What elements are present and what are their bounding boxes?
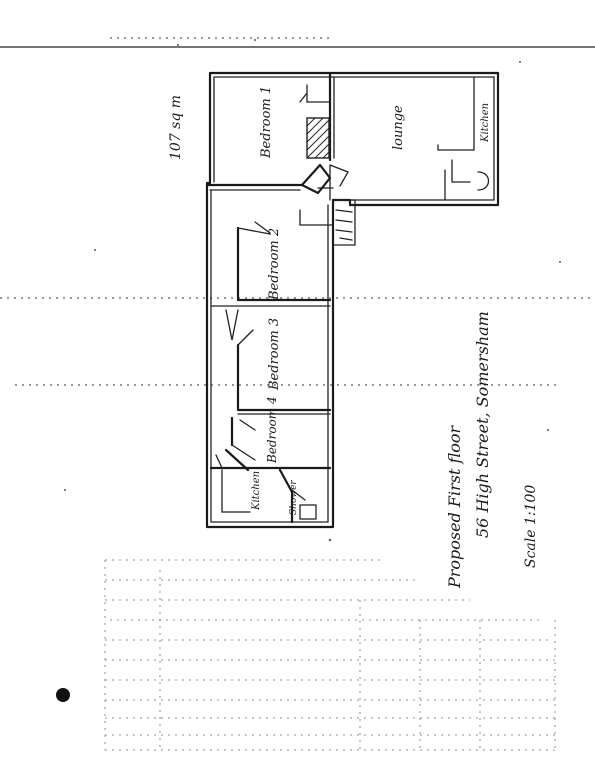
bed2-wall (236, 226, 332, 302)
kitchen-partition (437, 76, 475, 151)
bed2-wall-top (237, 221, 271, 235)
shower-door (291, 489, 306, 501)
room-label-bedroom1: Bedroom 1 (259, 86, 274, 159)
room-label-kitchen-lower: Kitchen (251, 471, 262, 511)
cupboard (306, 117, 330, 159)
inner-wall-lower (210, 189, 329, 523)
area-note: 107 sq m (168, 95, 184, 160)
shower-wall (278, 468, 294, 524)
floor-plan (205, 71, 500, 529)
room-label-lounge: lounge (391, 105, 406, 150)
landing-door (300, 163, 332, 195)
bed3-wall (236, 343, 332, 412)
bed4-door (231, 419, 256, 461)
wc (299, 504, 317, 520)
caption-title: Proposed First floor (445, 425, 464, 589)
caption-address: 56 High Street, Somersham (473, 311, 492, 538)
bed1-door-swing (299, 84, 308, 103)
room-label-bedroom2: Bedroom 2 (267, 228, 282, 301)
landing-door-2 (329, 164, 349, 187)
scan-specks (64, 39, 561, 542)
faint-form-area (104, 559, 560, 751)
lower-kitchen-wall (215, 454, 251, 513)
stair-rail (299, 209, 334, 226)
room-label-bedroom4: Bedroom 4 (265, 396, 279, 464)
cupboard-hatch (306, 117, 330, 159)
bed4-wall (224, 416, 250, 472)
caption-scale: Scale 1:100 (523, 485, 539, 568)
bed3-door-swing (237, 329, 254, 346)
room-label-shower: Shower (289, 480, 299, 515)
room-label-bedroom3: Bedroom 3 (267, 318, 282, 391)
stairs (332, 199, 356, 246)
inner-wall-upper (213, 76, 495, 201)
room-label-kitchen-upper: Kitchen (480, 103, 491, 143)
punch-hole (56, 688, 70, 702)
bed3-door (225, 309, 239, 341)
kitchen-fittings (444, 159, 490, 201)
